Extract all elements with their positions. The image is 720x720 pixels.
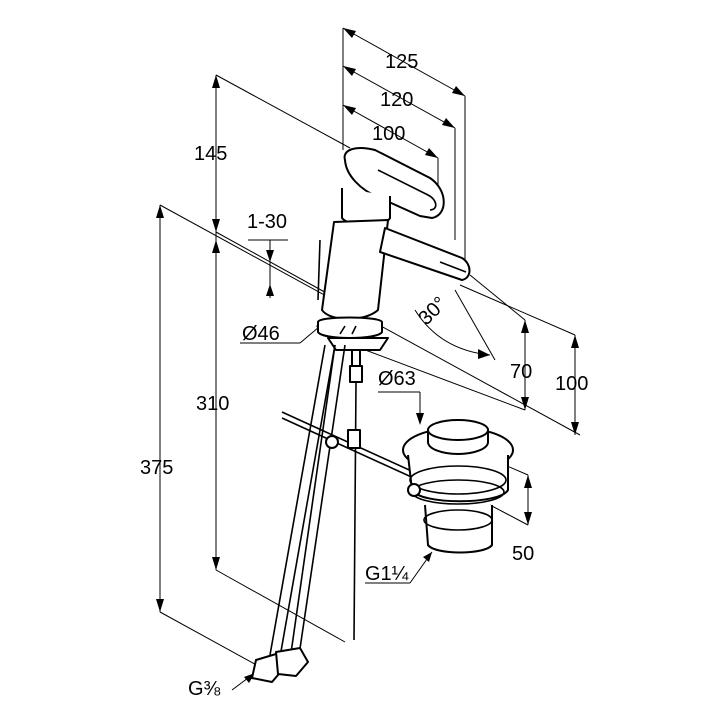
dim-waste-thread: G1¼ xyxy=(365,563,409,585)
dim-100-handle: 100 xyxy=(372,123,405,145)
waste-fitting xyxy=(402,419,514,554)
dim-100-spout: 100 xyxy=(555,373,588,395)
dim-145: 145 xyxy=(194,143,227,165)
dim-50: 50 xyxy=(512,543,534,565)
dim-375: 375 xyxy=(140,457,173,479)
dim-tilt-angle: 30° xyxy=(414,293,451,330)
dim-1-30: 1-30 xyxy=(247,211,287,233)
dim-70: 70 xyxy=(510,361,532,383)
dim-310: 310 xyxy=(196,393,229,415)
faucet-body xyxy=(317,147,471,641)
dim-120: 120 xyxy=(380,89,413,111)
dimension-lines xyxy=(156,27,581,691)
dim-125: 125 xyxy=(385,51,418,73)
dim-supply-thread: G⅜ xyxy=(188,678,221,700)
dim-base-diameter: Ø46 xyxy=(242,323,280,345)
dim-waste-diameter: Ø63 xyxy=(378,368,416,390)
supply-hoses xyxy=(251,344,346,683)
